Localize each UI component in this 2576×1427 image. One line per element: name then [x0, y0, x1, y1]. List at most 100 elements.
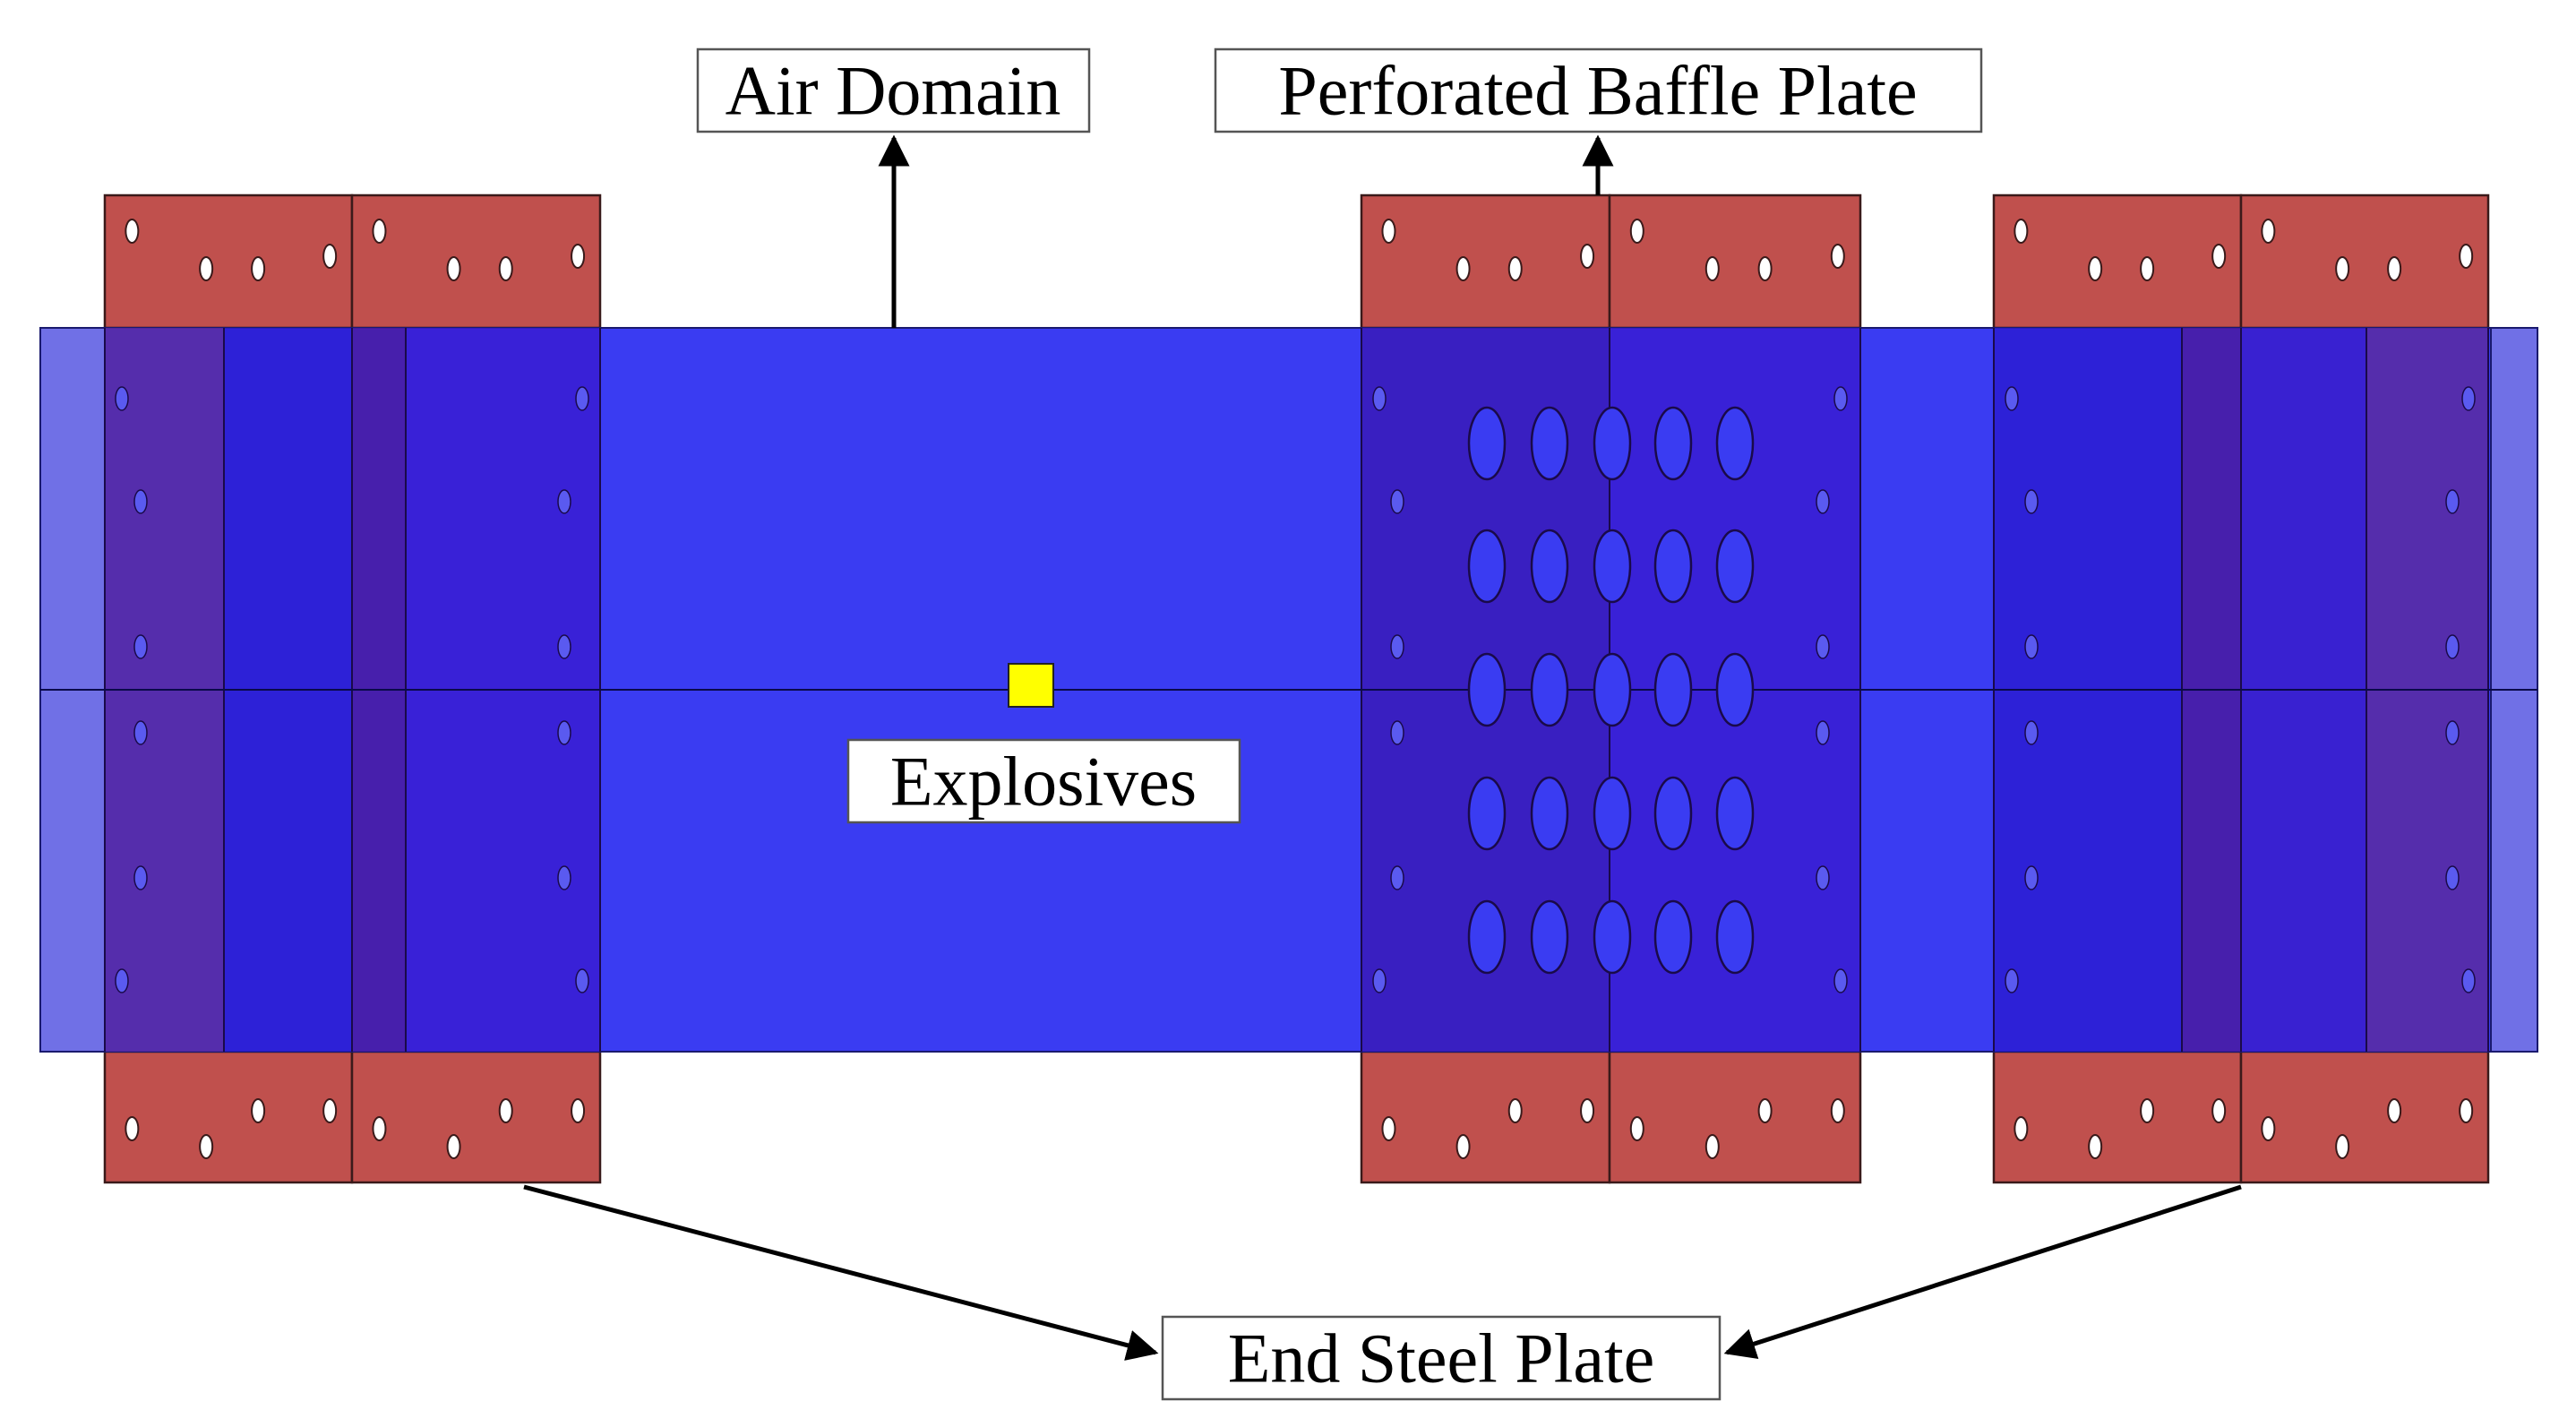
bolt-hole: [372, 1116, 387, 1141]
bolt-hole: [1629, 1116, 1644, 1141]
bolt-hole: [199, 256, 214, 281]
baffle-hole: [1467, 406, 1507, 481]
steel-plate-block: [350, 1050, 602, 1184]
bolt-hole: [571, 244, 586, 269]
side-hole: [1816, 865, 1830, 890]
baffle-hole: [1530, 899, 1569, 975]
bolt-hole: [2459, 1098, 2474, 1123]
side-hole: [1816, 720, 1830, 745]
side-hole: [575, 386, 589, 411]
bolt-hole: [498, 1098, 513, 1123]
baffle-hole: [1653, 652, 1693, 727]
side-hole: [557, 489, 571, 514]
bolt-hole: [2335, 256, 2350, 281]
baffle-hole: [1593, 776, 1632, 851]
side-hole: [2024, 489, 2039, 514]
bolt-hole: [1757, 1098, 1773, 1123]
baffle-hole: [1715, 652, 1755, 727]
bolt-hole: [1580, 1098, 1595, 1123]
bolt-hole: [2261, 1116, 2276, 1141]
side-hole: [557, 720, 571, 745]
bolt-hole: [2335, 1134, 2350, 1159]
side-hole: [133, 865, 148, 890]
steel-plate-block: [1608, 1050, 1862, 1184]
baffle-hole-grid: [1467, 406, 1755, 975]
bolt-hole: [1629, 219, 1644, 244]
bolt-hole: [2211, 244, 2227, 269]
side-hole: [2005, 968, 2019, 993]
bolt-hole: [1507, 256, 1523, 281]
bolt-hole: [2140, 1098, 2155, 1123]
side-hole: [133, 489, 148, 514]
side-hole: [1372, 386, 1387, 411]
baffle-hole: [1593, 529, 1632, 604]
bolt-hole: [446, 256, 461, 281]
side-hole: [2445, 634, 2460, 659]
baffle-hole: [1715, 899, 1755, 975]
baffle-hole: [1530, 406, 1569, 481]
steel-plate-block: [1992, 1050, 2243, 1184]
bolt-hole: [199, 1134, 214, 1159]
bolt-hole: [322, 244, 338, 269]
side-hole: [2445, 865, 2460, 890]
baffle-hole: [1715, 529, 1755, 604]
steel-plate-block: [1992, 193, 2243, 330]
side-hole: [133, 634, 148, 659]
steel-plates: [103, 193, 2490, 1184]
end-plate-arrow-left: [523, 1184, 1159, 1361]
side-hole: [1833, 968, 1848, 993]
side-hole: [115, 386, 129, 411]
bolt-hole: [1704, 256, 1720, 281]
baffle-hole: [1593, 652, 1632, 727]
bolt-hole: [1830, 244, 1845, 269]
bolt-hole: [1704, 1134, 1720, 1159]
bolt-hole: [2014, 1116, 2029, 1141]
side-hole: [1390, 489, 1404, 514]
bolt-hole: [1455, 1134, 1471, 1159]
side-hole: [133, 720, 148, 745]
baffle-hole: [1653, 776, 1693, 851]
bolt-hole: [2387, 1098, 2402, 1123]
explosives-text: Explosives: [890, 743, 1197, 821]
baffle-hole: [1530, 776, 1569, 851]
bolt-hole: [1580, 244, 1595, 269]
bolt-hole: [125, 1116, 140, 1141]
baffle-plate-label: Perforated Baffle Plate: [1214, 47, 1983, 133]
air-domain-label: Air Domain: [696, 47, 1091, 133]
side-bolt-holes: [115, 386, 2476, 993]
steel-plate-block: [103, 1050, 354, 1184]
side-hole: [2445, 720, 2460, 745]
baffle-hole: [1653, 406, 1693, 481]
bolt-hole: [571, 1098, 586, 1123]
side-hole: [557, 865, 571, 890]
bolt-hole: [2088, 256, 2103, 281]
end-steel-plate-text: End Steel Plate: [1228, 1320, 1655, 1397]
side-hole: [2461, 386, 2476, 411]
bolt-hole: [2014, 219, 2029, 244]
side-hole: [557, 634, 571, 659]
side-hole: [1390, 634, 1404, 659]
bolt-hole: [498, 256, 513, 281]
side-hole: [1816, 489, 1830, 514]
side-hole: [575, 968, 589, 993]
side-hole: [1372, 968, 1387, 993]
side-hole: [2024, 720, 2039, 745]
baffle-hole: [1467, 652, 1507, 727]
baffle-hole: [1653, 529, 1693, 604]
bolt-hole: [2211, 1098, 2227, 1123]
steel-plate-block: [2239, 1050, 2490, 1184]
bolt-hole: [1507, 1098, 1523, 1123]
baffle-hole: [1467, 776, 1507, 851]
baffle-hole: [1715, 406, 1755, 481]
side-hole: [1390, 720, 1404, 745]
bolt-hole: [2261, 219, 2276, 244]
bolt-hole: [1757, 256, 1773, 281]
bolt-hole: [1830, 1098, 1845, 1123]
bolt-hole: [2088, 1134, 2103, 1159]
side-hole: [2024, 634, 2039, 659]
side-hole: [2005, 386, 2019, 411]
end-plate-arrow-right: [1723, 1184, 2242, 1359]
steel-plate-block: [2239, 193, 2490, 330]
side-hole: [115, 968, 129, 993]
side-hole: [1390, 865, 1404, 890]
